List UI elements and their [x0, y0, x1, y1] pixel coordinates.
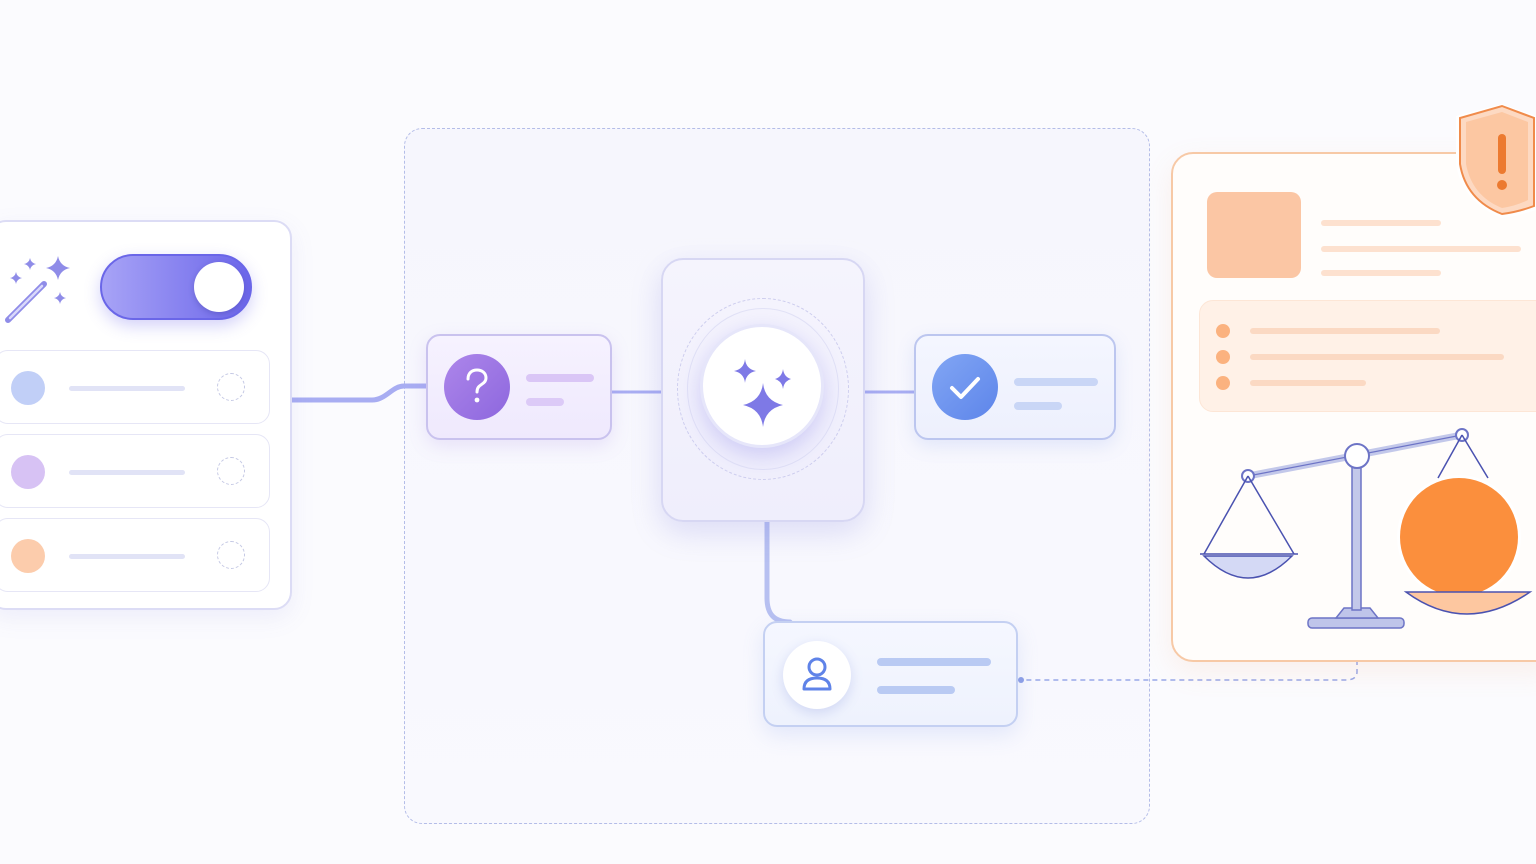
toggle-knob [194, 262, 244, 312]
content-thumbnail [1207, 192, 1301, 278]
bullet-dot [1216, 350, 1230, 364]
ai-node[interactable] [661, 258, 865, 522]
result-node[interactable] [914, 334, 1116, 440]
human-text-placeholder [877, 658, 991, 666]
content-line [1321, 220, 1441, 226]
row-radio[interactable] [217, 457, 245, 485]
result-text-placeholder [1014, 378, 1098, 386]
shield-warning-icon [1456, 104, 1536, 218]
magic-wand-icon [4, 252, 74, 326]
sparkles-icon [734, 359, 791, 427]
balance-scale-icon [1200, 428, 1533, 629]
content-line [1321, 270, 1441, 276]
bullet-line [1250, 354, 1504, 360]
list-item[interactable] [0, 518, 270, 592]
bullet-dot [1216, 376, 1230, 390]
human-subtext-placeholder [877, 686, 955, 694]
row-radio[interactable] [217, 541, 245, 569]
checkmark-icon [932, 354, 998, 420]
user-icon [783, 641, 851, 709]
row-radio[interactable] [217, 373, 245, 401]
row-color-dot [11, 539, 45, 573]
result-subtext-placeholder [1014, 402, 1062, 410]
bullet-line [1250, 380, 1366, 386]
connector-review-to-human [1020, 660, 1358, 681]
connector-endpoint [1018, 677, 1024, 683]
ai-ring-inner [687, 308, 839, 470]
question-mark-icon [444, 354, 510, 420]
list-item[interactable] [0, 350, 270, 424]
row-color-dot [11, 371, 45, 405]
list-item[interactable] [0, 434, 270, 508]
human-review-node[interactable] [763, 621, 1018, 727]
bullet-line [1250, 328, 1440, 334]
ai-ring-outer [677, 298, 849, 480]
row-color-dot [11, 455, 45, 489]
content-line [1321, 246, 1521, 252]
question-text-placeholder [526, 374, 594, 382]
connector-ai-to-human [764, 515, 793, 625]
question-node[interactable] [426, 334, 612, 440]
row-text-placeholder [69, 554, 185, 559]
feature-toggle[interactable] [100, 254, 252, 320]
connector-settings-to-question [289, 383, 431, 403]
question-subtext-placeholder [526, 398, 564, 406]
row-text-placeholder [69, 386, 185, 391]
bullet-dot [1216, 324, 1230, 338]
row-text-placeholder [69, 470, 185, 475]
ai-core [700, 324, 824, 448]
checklist-box [1199, 300, 1536, 412]
